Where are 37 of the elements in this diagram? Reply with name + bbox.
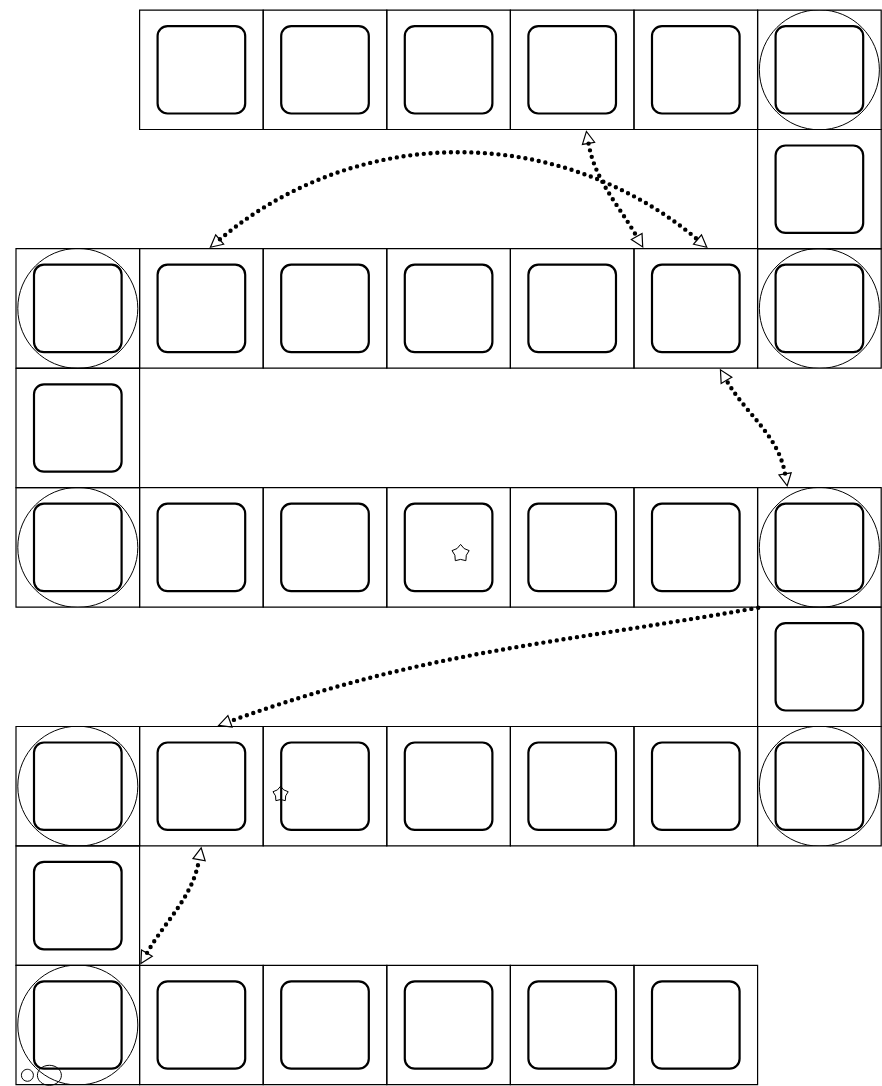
board-square [757, 248, 882, 369]
board-square [15, 964, 141, 1086]
board-square [262, 964, 388, 1086]
board-square [15, 487, 141, 608]
board-square [509, 487, 635, 608]
board-square [15, 248, 141, 369]
board-square [139, 964, 264, 1086]
board-square [386, 725, 511, 847]
board-square [509, 9, 635, 131]
board-square [139, 725, 264, 847]
board-square [633, 248, 759, 369]
board-square [262, 9, 388, 131]
board-square [262, 248, 388, 369]
board-square [633, 725, 759, 847]
board-square [633, 964, 759, 1086]
board-square [15, 367, 141, 489]
board-square [757, 487, 882, 608]
board-square [633, 487, 759, 608]
board-square [139, 248, 264, 369]
board-square [757, 725, 882, 847]
board-square [757, 128, 882, 250]
board-square [386, 964, 511, 1086]
board-square [509, 725, 635, 847]
board-square [139, 487, 264, 608]
board-square [509, 964, 635, 1086]
board-square [15, 725, 141, 847]
board-square [262, 487, 388, 608]
board-square [757, 606, 882, 728]
board-square [139, 9, 264, 131]
board-square [386, 9, 511, 131]
board-square [386, 248, 511, 369]
board-square [262, 725, 388, 847]
board-square [633, 9, 759, 131]
board-square [757, 9, 882, 131]
board-square [509, 248, 635, 369]
board-square [386, 487, 511, 608]
board-square [15, 845, 141, 966]
